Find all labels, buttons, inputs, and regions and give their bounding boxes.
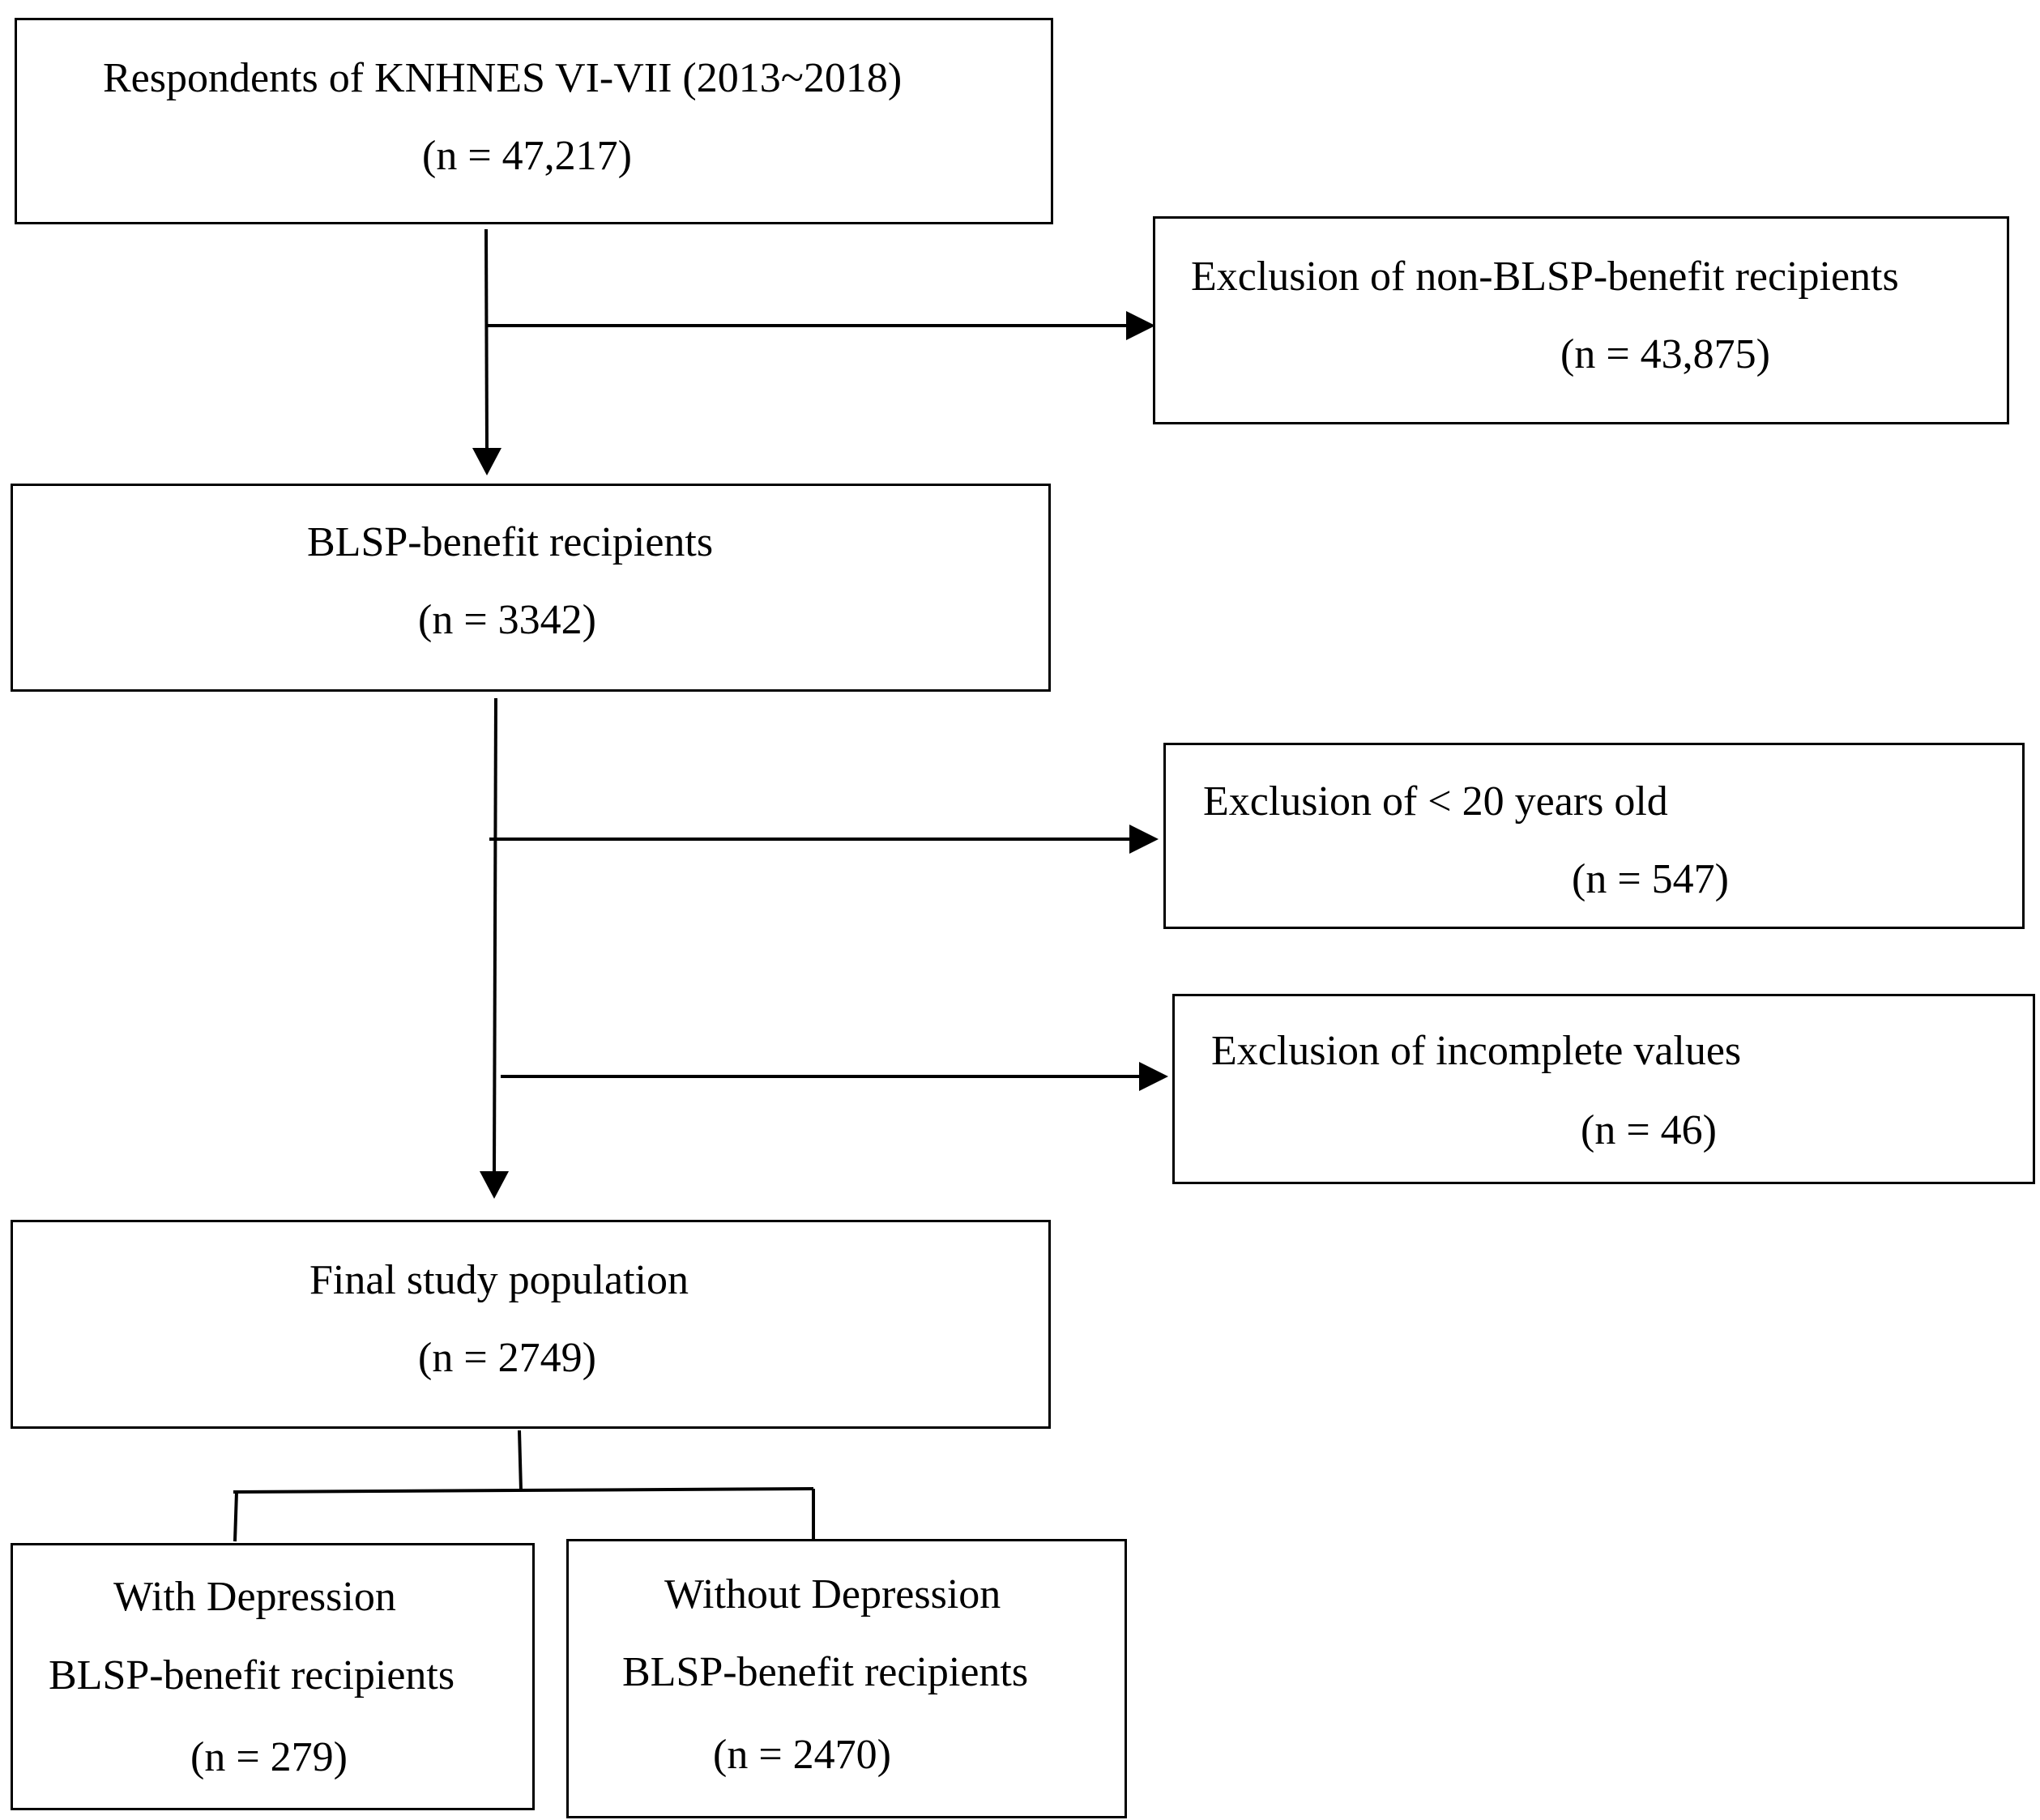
box-blsp-recipients: BLSP-benefit recipients (n = 3342) [11,484,1051,692]
exclusion-age-title: Exclusion of < 20 years old [1203,778,1668,825]
connector-blsp-to-final [493,697,497,1174]
arrowhead-to-exclusion-age [1129,825,1159,854]
box-exclusion-non-blsp: Exclusion of non-BLSP-benefit recipients… [1153,216,2009,424]
connector-split-horizontal [233,1487,814,1494]
final-population-title: Final study population [309,1257,689,1303]
arrowhead-to-blsp [472,448,501,475]
arrowhead-to-exclusion-non-blsp [1126,311,1155,340]
without-depression-line1: Without Depression [664,1571,1001,1618]
blsp-recipients-title: BLSP-benefit recipients [307,519,714,565]
box-final-population: Final study population (n = 2749) [11,1220,1051,1429]
exclusion-age-count: (n = 547) [1572,856,1729,902]
blsp-recipients-count: (n = 3342) [418,597,596,643]
respondents-title: Respondents of KNHNES VI-VII (2013~2018) [103,55,903,101]
exclusion-non-blsp-count: (n = 43,875) [1560,331,1770,377]
connector-split-left [233,1491,238,1542]
with-depression-line1: With Depression [113,1574,396,1620]
box-with-depression: With Depression BLSP-benefit recipients … [11,1543,535,1810]
without-depression-count: (n = 2470) [713,1732,891,1778]
connector-respondents-to-blsp [484,228,489,450]
box-exclusion-age: Exclusion of < 20 years old (n = 547) [1163,743,2025,929]
with-depression-line2: BLSP-benefit recipients [49,1652,455,1699]
exclusion-incomplete-title: Exclusion of incomplete values [1211,1028,1742,1074]
box-without-depression: Without Depression BLSP-benefit recipien… [566,1539,1127,1818]
exclusion-non-blsp-title: Exclusion of non-BLSP-benefit recipients [1191,254,1899,300]
respondents-count: (n = 47,217) [422,133,632,179]
box-exclusion-incomplete: Exclusion of incomplete values (n = 46) [1172,994,2035,1184]
arrowhead-to-final [480,1171,509,1199]
with-depression-count: (n = 279) [190,1734,348,1780]
final-population-count: (n = 2749) [418,1335,596,1381]
arrowhead-to-exclusion-incomplete [1139,1062,1168,1091]
exclusion-incomplete-count: (n = 46) [1581,1107,1717,1153]
without-depression-line2: BLSP-benefit recipients [622,1649,1029,1695]
connector-final-down [518,1430,523,1491]
box-respondents: Respondents of KNHNES VI-VII (2013~2018)… [15,18,1053,224]
